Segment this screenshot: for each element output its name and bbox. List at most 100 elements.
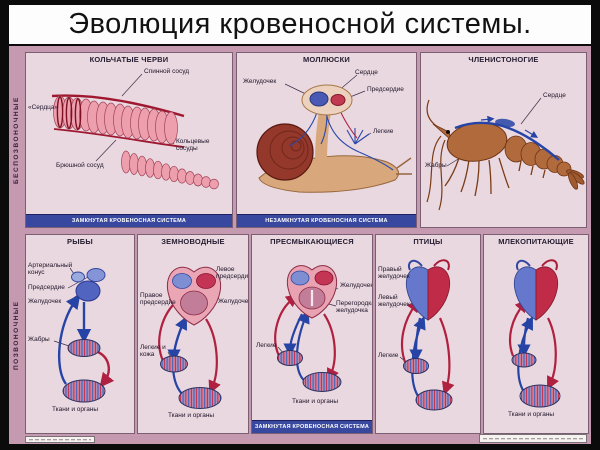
left-heart <box>535 266 559 321</box>
panel-amphibians-art: Левое предсердие Желудочек Правое предсе… <box>138 248 248 433</box>
right-heart <box>513 266 537 321</box>
tissues-capillaries <box>415 389 453 411</box>
label-lungs: Легкие <box>378 352 399 359</box>
label-right-atrium: Правое предсердие <box>140 292 176 307</box>
label-gills: Жабры <box>425 162 447 169</box>
publisher-stamp-right <box>479 434 587 443</box>
panel-birds: ПТИЦЫ Правый желудочек <box>375 234 481 434</box>
abdomen <box>504 135 572 177</box>
aortic-arch <box>433 259 450 271</box>
left-heart <box>427 266 451 321</box>
label-dorsal-vessel: Спинной сосуд <box>144 68 190 75</box>
bird-circulation-diagram <box>399 259 455 411</box>
reptile-circulation-diagram <box>274 265 342 392</box>
label-septum: Перегородка желудочка <box>336 300 372 315</box>
panel-mollusks: МОЛЛЮСКИ <box>236 52 417 228</box>
evolution-poster: БЕСПОЗВОНОЧНЫЕ ПОЗВОНОЧНЫЕ КОЛЬЧАТЫЕ ЧЕР… <box>9 46 591 444</box>
ventricle <box>75 280 101 302</box>
panel-mammals-title: МЛЕКОПИТАЮЩИЕ <box>498 237 574 246</box>
banner-closed-system: ЗАМКНУТАЯ КРОВЕНОСНАЯ СИСТЕМА <box>26 214 232 227</box>
left-atrium <box>196 273 216 289</box>
lungs-skin-capillaries <box>160 355 188 373</box>
tissues-capillaries <box>62 379 106 403</box>
side-label-vertebrates: ПОЗВОНОЧНЫЕ <box>13 300 20 370</box>
eye <box>446 130 450 134</box>
label-arterial-cone: Артериальный конус <box>28 262 73 277</box>
panel-birds-art: Правый желудочек Левый желудочек Легкие <box>376 248 480 433</box>
label-ventricle: Желудочек <box>243 78 277 85</box>
panel-arthropods-title: ЧЛЕНИСТОНОГИЕ <box>468 55 539 64</box>
antennae <box>426 99 446 211</box>
annelid-worm-illustration <box>51 73 219 190</box>
label-ventricle: Желудочек <box>218 298 248 305</box>
aortic-arch <box>541 259 558 271</box>
panel-fish-title: РЫБЫ <box>67 237 93 246</box>
label-left-ventricle: Левый желудочек <box>378 294 410 309</box>
panel-arthropods: ЧЛЕНИСТОНОГИЕ <box>420 52 587 228</box>
legs <box>444 157 546 197</box>
panel-fish: РЫБЫ Артериальный конус Пре <box>25 234 135 434</box>
slide-title-bar: Эволюция кровеносной системы. <box>9 5 591 44</box>
ring-hearts <box>56 96 82 130</box>
label-lungs: Легкие <box>373 128 394 135</box>
label-ventricle: Желудочек <box>28 298 62 305</box>
ventricle <box>309 91 329 107</box>
fish-circulation-diagram <box>53 267 115 403</box>
label-right-ventricle: Правый желудочек <box>378 266 410 281</box>
panel-mammals-art: Ткани и органы <box>484 248 588 433</box>
panel-reptiles-title: ПРЕСМЫКАЮЩИЕСЯ <box>270 237 354 246</box>
gills-capillaries <box>67 339 101 357</box>
lungs-capillaries <box>277 350 303 366</box>
pulmonary-trunk <box>516 259 531 271</box>
pulmonary-trunk <box>408 259 423 271</box>
label-tissues: Ткани и органы <box>292 398 339 405</box>
panel-amphibians: ЗЕМНОВОДНЫЕ Л <box>137 234 249 434</box>
tentacles <box>396 157 412 175</box>
label-atrium: Предсердие <box>367 86 404 93</box>
label-heart: Сердце <box>355 69 378 76</box>
tail-fan <box>566 169 585 190</box>
label-gills: Жабры <box>28 336 50 343</box>
panel-reptiles-art: Желудочек Перегородка желудочка Легкие Т… <box>252 248 372 420</box>
tissues-capillaries <box>519 384 561 408</box>
label-heart: Сердце <box>543 92 566 99</box>
label-ventral-vessel: Брюшной сосуд <box>56 162 104 169</box>
mammal-circulation-diagram <box>508 259 561 408</box>
label-atrium: Предсердие <box>28 284 65 291</box>
panel-annelids-title: КОЛЬЧАТЫЕ ЧЕРВИ <box>89 55 169 64</box>
tissues-capillaries <box>178 387 222 409</box>
panel-birds-title: ПТИЦЫ <box>413 237 443 246</box>
snail-illustration <box>256 74 412 193</box>
worm-tail <box>121 150 219 190</box>
panel-annelids: КОЛЬЧАТЫЕ ЧЕРВИ <box>25 52 233 228</box>
label-left-atrium: Левое предсердие <box>216 266 248 281</box>
panel-annelids-art: Спинной сосуд «Сердца» Кольцевые сосуды … <box>26 66 232 214</box>
side-label-invertebrates: БЕСПОЗВОНОЧНЫЕ <box>13 96 20 184</box>
banner-closed-system-vertebrates: ЗАМКНУТАЯ КРОВЕНОСНАЯ СИСТЕМА <box>252 420 372 433</box>
label-tissues: Ткани и органы <box>508 411 555 418</box>
ventricle-mixed <box>180 290 208 316</box>
slide-title: Эволюция кровеносной системы. <box>68 8 532 40</box>
panel-arthropods-art: Сердце Жабры <box>421 66 586 227</box>
atrium <box>86 268 106 282</box>
tissues-capillaries <box>302 372 342 392</box>
label-lungs-skin: Легкие и кожа <box>140 344 166 359</box>
panel-mollusks-art: Желудочек Сердце Предсердие Легкие <box>237 66 416 214</box>
panel-mollusks-title: МОЛЛЮСКИ <box>302 55 351 64</box>
arterial-cone <box>71 271 85 283</box>
amphibian-circulation-diagram <box>158 266 222 409</box>
ventral-vessel <box>53 128 185 148</box>
panel-fish-art: Артериальный конус Предсердие Желудочек … <box>26 248 134 433</box>
panel-amphibians-title: ЗЕМНОВОДНЫЕ <box>161 237 225 246</box>
panel-reptiles: ПРЕСМЫКАЮЩИЕСЯ <box>251 234 373 434</box>
left-atrium <box>314 270 334 286</box>
right-heart <box>405 266 429 321</box>
snail-shell <box>256 123 314 181</box>
publisher-stamp-left <box>25 436 95 443</box>
right-atrium <box>290 270 310 286</box>
label-ring-vessels: Кольцевые сосуды <box>176 138 210 153</box>
atrium <box>330 94 346 106</box>
label-lungs: Легкие <box>256 342 277 349</box>
label-tissues: Ткани и органы <box>52 406 99 413</box>
